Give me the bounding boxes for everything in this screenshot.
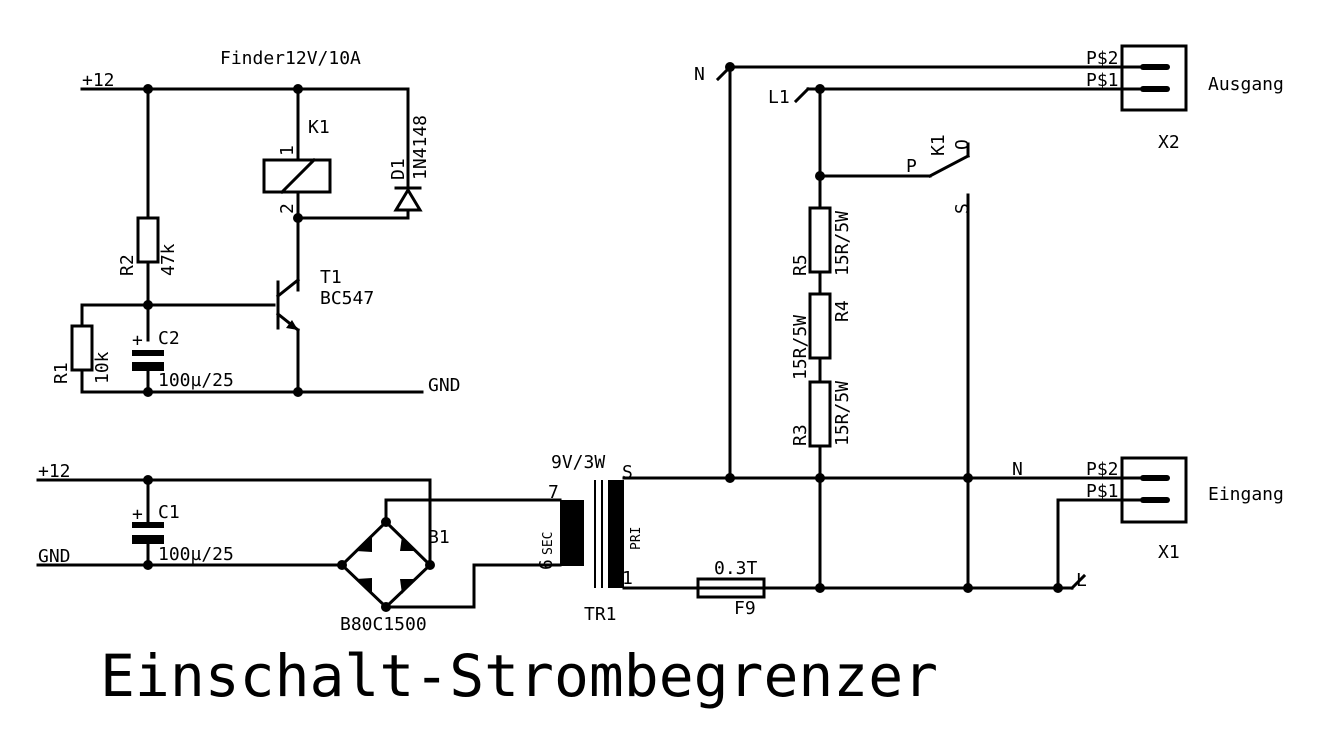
x2-name: X2 xyxy=(1158,132,1180,153)
x2-pin1: P$1 xyxy=(1086,70,1119,91)
resistor-r5 xyxy=(808,206,832,274)
x1-pin2: P$2 xyxy=(1086,459,1119,480)
tr1-name: TR1 xyxy=(584,604,617,625)
fuse-value: 0.3T xyxy=(714,558,758,579)
r5-value: 15R/5W xyxy=(832,211,853,276)
power-supply-circuit: +12 + C1 100µ/25 GND B1 B80C1500 xyxy=(36,461,562,635)
net-label-l-right: L xyxy=(1076,570,1087,591)
resistor-r3 xyxy=(808,380,832,448)
tr1-pin-7: 7 xyxy=(548,482,559,503)
diagram-title: Einschalt-Strombegrenzer xyxy=(100,642,938,710)
net-label-gnd-bottom: GND xyxy=(38,546,71,567)
switch-pin-s: S xyxy=(952,203,973,214)
connector-x1: P$2 P$1 Eingang X1 xyxy=(1086,456,1284,563)
capacitor-c2-plate-top xyxy=(132,350,164,356)
r1-value: 10k xyxy=(92,351,113,384)
resistor-r4 xyxy=(808,292,832,360)
r4-name: R4 xyxy=(832,300,853,322)
r2-name: R2 xyxy=(117,254,138,276)
tr1-sec-pin: 6 xyxy=(536,559,557,570)
c2-name: C2 xyxy=(158,328,180,349)
tr1-sec-label: SEC xyxy=(541,532,556,555)
c1-name: C1 xyxy=(158,502,180,523)
switch-pin-o: O xyxy=(952,139,973,150)
t1-value: BC547 xyxy=(320,288,374,309)
x2-pin2: P$2 xyxy=(1086,48,1119,69)
capacitor-c1-plate-bottom xyxy=(132,535,164,544)
r3-name: R3 xyxy=(790,424,811,446)
switch-name: K1 xyxy=(928,134,949,156)
net-label-l1: L1 xyxy=(768,87,790,108)
x1-name: X1 xyxy=(1158,542,1180,563)
net-label-gnd-top: GND xyxy=(428,375,461,396)
resistor-r1 xyxy=(70,324,94,372)
diode-d1 xyxy=(393,187,423,212)
net-label-n-top: N xyxy=(694,64,705,85)
c2-plus: + xyxy=(132,330,143,351)
mains-circuit: N L1 P K1 O S R5 15R/5W R4 15R/5W xyxy=(622,62,1142,619)
bridge-rectifier-b1 xyxy=(339,519,433,610)
d1-value: 1N4148 xyxy=(410,115,431,180)
c2-value: 100µ/25 xyxy=(158,370,234,391)
tr1-pri-label: PRI xyxy=(629,527,644,550)
relay-pin1: 1 xyxy=(277,145,298,156)
c1-value: 100µ/25 xyxy=(158,544,234,565)
net-label-vcc-bottom: +12 xyxy=(38,461,71,482)
d1-name: D1 xyxy=(388,158,409,180)
b1-value: B80C1500 xyxy=(340,614,427,635)
x1-label: Eingang xyxy=(1208,484,1284,505)
x1-pin1: P$1 xyxy=(1086,481,1119,502)
r5-name: R5 xyxy=(790,254,811,276)
c1-plus: + xyxy=(132,504,143,525)
t1-name: T1 xyxy=(320,267,342,288)
x2-label: Ausgang xyxy=(1208,74,1284,95)
relay-pin2: 2 xyxy=(277,203,298,214)
switch-pin-p: P xyxy=(906,156,917,177)
net-label-n-right: N xyxy=(1012,459,1023,480)
transformer-tr1: 9V/3W TR1 S 7 1 6 SEC PRI xyxy=(536,452,644,625)
net-label-vcc-top: +12 xyxy=(82,70,115,91)
tr1-pin-s: S xyxy=(622,462,633,483)
relay-name: K1 xyxy=(308,117,330,138)
r2-value: 47k xyxy=(158,243,179,276)
capacitor-c2-plate-bottom xyxy=(132,362,164,371)
fuse-name: F9 xyxy=(734,598,756,619)
b1-name: B1 xyxy=(428,527,450,548)
relay-driver-circuit: +12 R2 47k R1 10k + C2 100µ/25 GND xyxy=(51,48,461,397)
tr1-value: 9V/3W xyxy=(551,452,605,473)
connector-x2: P$2 P$1 Ausgang X2 xyxy=(1086,44,1284,153)
resistor-r2 xyxy=(136,216,160,264)
tr1-pin-1: 1 xyxy=(622,568,633,589)
r4-value: 15R/5W xyxy=(790,315,811,380)
r3-value: 15R/5W xyxy=(832,381,853,446)
r1-name: R1 xyxy=(51,362,72,384)
capacitor-c1-plate-top xyxy=(132,522,164,528)
relay-value: Finder12V/10A xyxy=(220,48,361,69)
